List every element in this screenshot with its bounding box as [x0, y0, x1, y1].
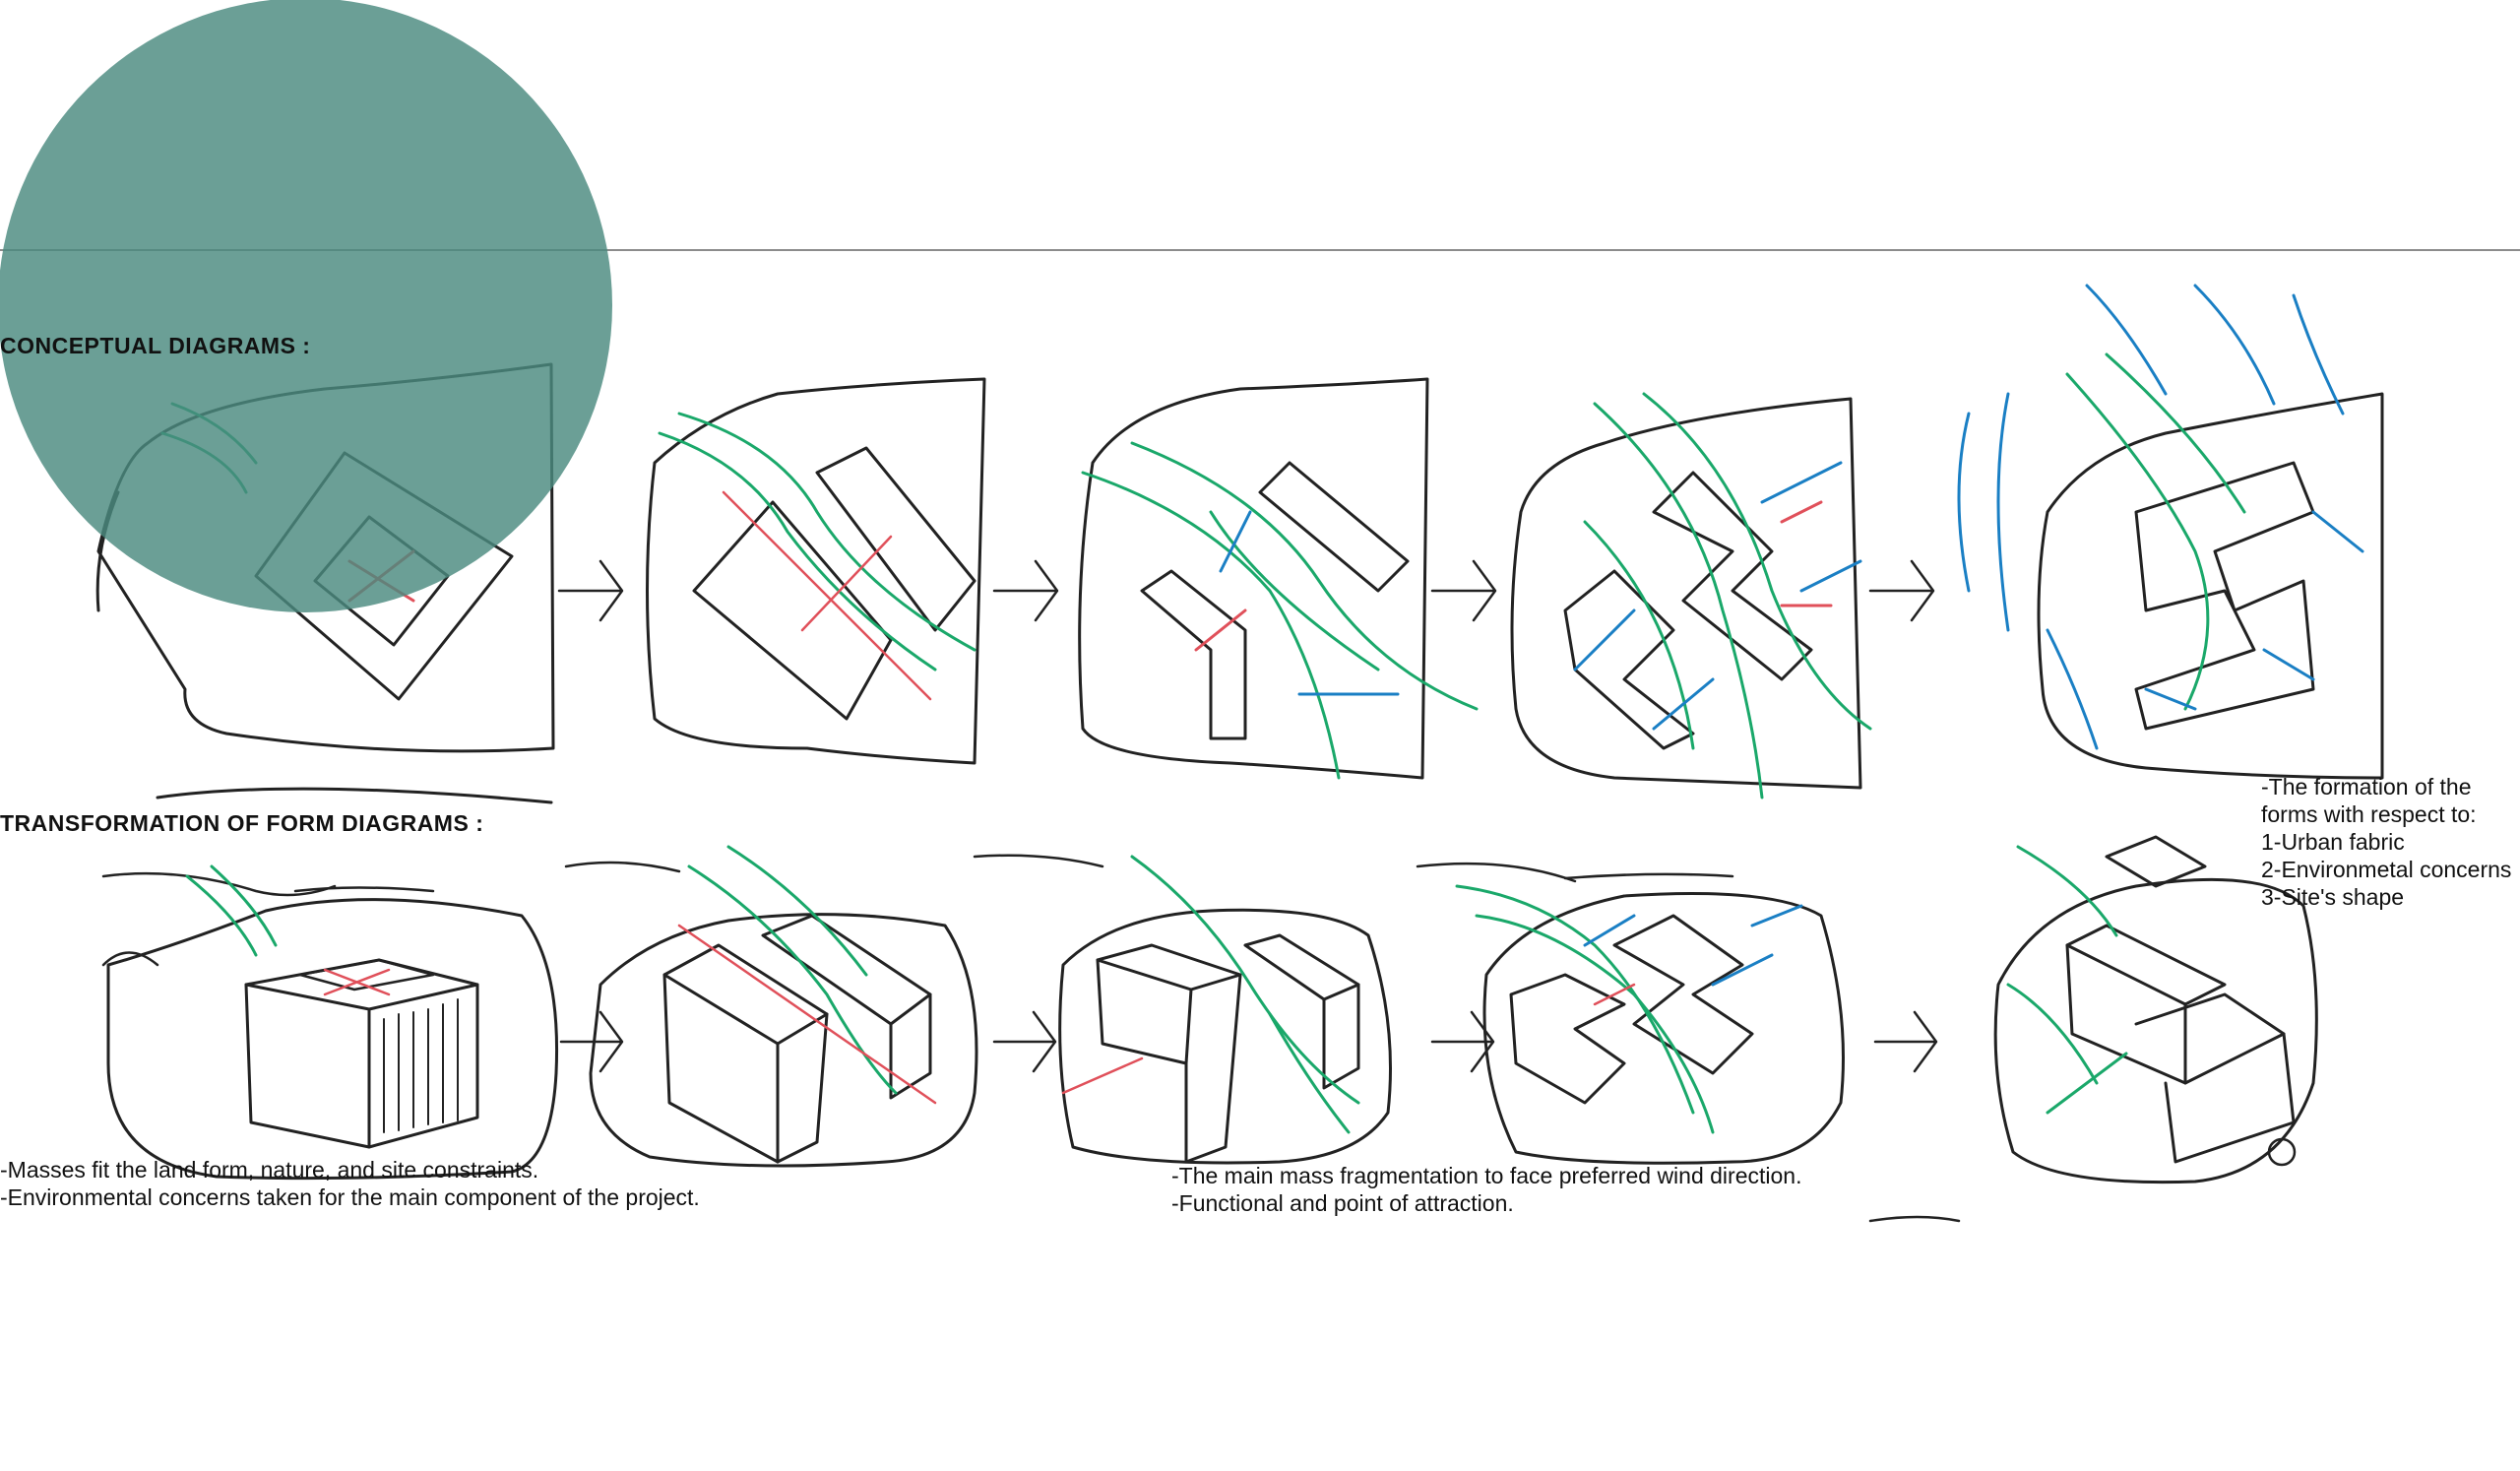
concept-panel-2 [646, 377, 986, 765]
concept-arrow-1 [557, 559, 624, 622]
concept-arrow-4 [1868, 559, 1935, 622]
note-line: -Functional and point of attraction. [1171, 1190, 1514, 1216]
form-arrow-1 [559, 1010, 624, 1073]
form-panel-5 [1868, 835, 2318, 1223]
road-strokes [101, 854, 1734, 967]
note-line: -The formation of the [2261, 774, 2472, 799]
form-arrow-3 [1430, 1010, 1495, 1073]
form-arrow-4 [1873, 1010, 1938, 1073]
concept-arrow-3 [1430, 559, 1497, 622]
concept-panel-5 [1957, 284, 2384, 780]
note-line: -Environmental concerns taken for the ma… [0, 1184, 700, 1210]
concept-panel-4 [1510, 392, 1872, 799]
transformation-heading: TRANSFORMATION OF FORM DIAGRAMS : [0, 810, 484, 836]
formation-note: -The formation of the forms with respect… [2261, 773, 2511, 911]
form-panel-1 [106, 864, 559, 1181]
form-panel-4 [1455, 884, 1845, 1165]
note-line: -The main mass fragmentation to face pre… [1171, 1163, 1802, 1188]
note-line: 2-Environmetal concerns [2261, 857, 2512, 882]
form-panel-2 [589, 845, 978, 1168]
form-panel-3 [1058, 855, 1392, 1165]
concept-arrow-2 [992, 559, 1059, 622]
form-arrow-2 [992, 1010, 1057, 1073]
note-line: 1-Urban fabric [2261, 829, 2405, 855]
masses-note: -Masses fit the land form, nature, and s… [0, 1156, 700, 1211]
main-mass-note: -The main mass fragmentation to face pre… [1171, 1162, 1801, 1217]
accent-circle [0, 0, 612, 612]
concept-panel-3 [1078, 377, 1479, 780]
note-line: -Masses fit the land form, nature, and s… [0, 1157, 539, 1183]
note-line: 3-Site's shape [2261, 884, 2405, 910]
conceptual-heading: CONCEPTUAL DIAGRAMS : [0, 333, 311, 358]
note-line: forms with respect to: [2261, 801, 2477, 827]
